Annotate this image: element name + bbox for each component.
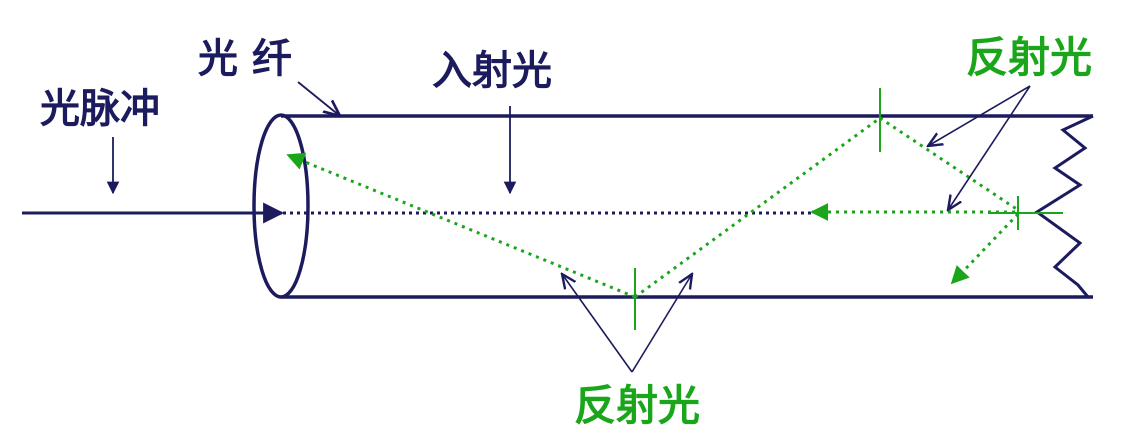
ray-top-to-break <box>879 116 1019 212</box>
top-label-pointer-1 <box>928 85 1031 146</box>
top-label-pointer-2 <box>948 85 1031 210</box>
fiber-label: 光 纤 <box>198 36 292 82</box>
ray-backscatter-to-source <box>286 152 636 299</box>
fiber-end-face <box>252 113 310 299</box>
reflected-light-label-bottom: 反射光 <box>574 381 700 430</box>
ray-break-down <box>950 212 1020 285</box>
reflected-pointer-arrows <box>562 85 1031 373</box>
reflected-light-label-top: 反射光 <box>966 33 1092 82</box>
bottom-label-pointer-1 <box>562 274 633 373</box>
reflected-rays <box>286 116 1020 299</box>
incident-light-label: 入射光 <box>432 48 552 94</box>
ray-bottom-to-top <box>634 116 881 299</box>
fiber-break-edge <box>1034 114 1094 298</box>
fiber-body <box>252 113 1094 299</box>
fiber-pointer-arrow <box>297 81 340 116</box>
bottom-label-pointer-2 <box>631 274 692 373</box>
optical-pulse-label: 光脉冲 <box>40 86 160 132</box>
